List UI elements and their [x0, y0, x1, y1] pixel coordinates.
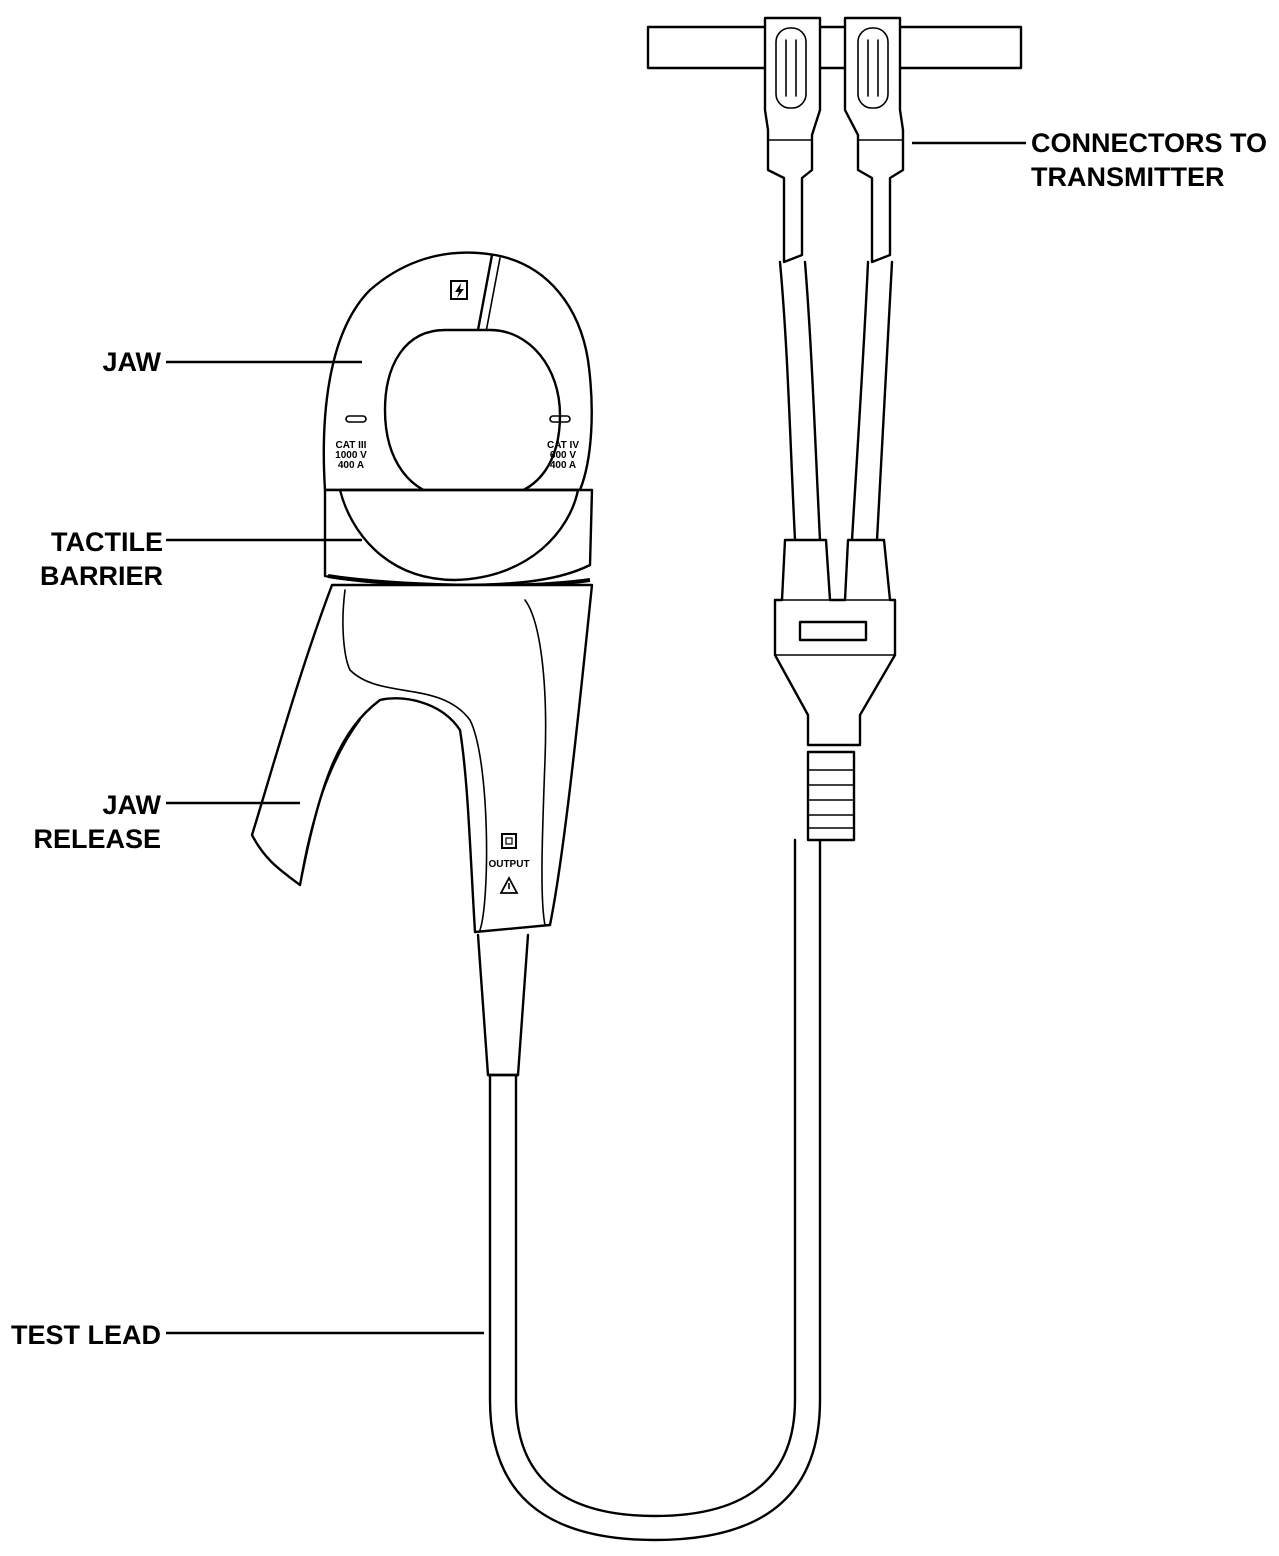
label-connectors: CONNECTORS TO TRANSMITTER [1031, 128, 1268, 192]
tactile-barrier [323, 488, 594, 588]
clamp-body [250, 583, 594, 934]
output-marking: OUTPUT [488, 859, 530, 870]
right-rating-marking: CAT IV 600 V 400 A [546, 440, 580, 471]
test-lead-cable [488, 838, 822, 1542]
left-rating-marking: CAT III 1000 V 400 A [335, 440, 367, 471]
clamp-strain-relief [476, 933, 530, 1077]
warning-triangle-icon [499, 876, 519, 894]
high-voltage-icon [450, 280, 468, 300]
label-jaw: JAW [102, 347, 161, 377]
label-test-lead: TEST LEAD [10, 1320, 161, 1350]
label-jaw-release: JAW RELEASE [33, 790, 161, 854]
clamp-jaw [322, 251, 593, 499]
transmitter-connectors [646, 16, 1023, 842]
label-tactile-barrier: TACTILE BARRIER [39, 527, 163, 591]
